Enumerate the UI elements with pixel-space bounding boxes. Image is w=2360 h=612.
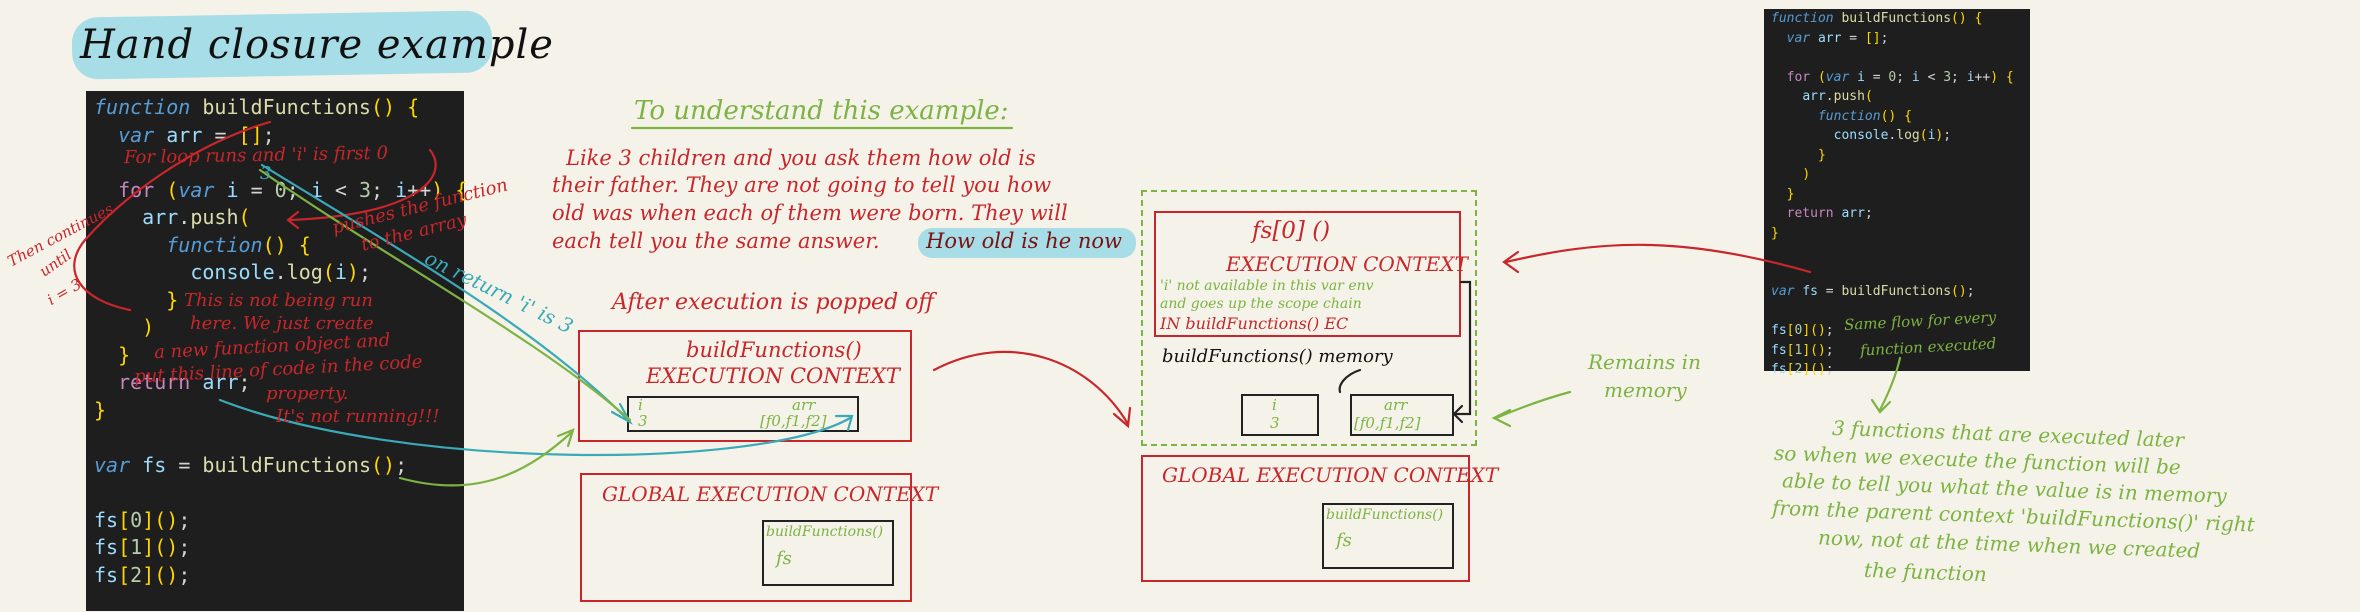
code-line: for (var i = 0; i < 3; i++) { bbox=[1786, 69, 2014, 85]
global-fs-left: fs bbox=[776, 548, 792, 569]
buildfunctions-ec-box bbox=[578, 330, 912, 442]
understand-line-2: their father. They are not going to tell… bbox=[552, 173, 1052, 197]
global-ec-title-right: GLOBAL EXECUTION CONTEXT bbox=[1162, 463, 1499, 487]
after-execution-label: After execution is popped off bbox=[612, 290, 934, 315]
fs0-note-3: IN buildFunctions() EC bbox=[1160, 314, 1349, 333]
mem-i-label: i bbox=[1272, 396, 1277, 414]
code-panel-left: function buildFunctions() { var arr = []… bbox=[86, 91, 468, 611]
code-line: arr.push( bbox=[1802, 89, 1873, 104]
global-ec-box-left bbox=[580, 473, 912, 602]
understand-highlight-text: How old is he now bbox=[926, 229, 1123, 253]
code-line: function() { bbox=[166, 232, 311, 257]
global-vars-box-left bbox=[762, 520, 894, 586]
code-line: return arr; bbox=[1786, 206, 1873, 221]
code-line: fs[1](); bbox=[1771, 342, 1834, 358]
code-line: console.log(i); bbox=[1833, 128, 1952, 143]
understand-title: To understand this example: bbox=[634, 96, 1009, 126]
global-bf-right: buildFunctions() bbox=[1326, 507, 1444, 523]
note-not-run-2: here. We just create bbox=[190, 313, 374, 334]
code-line: } bbox=[1817, 147, 1826, 163]
memory-i-box bbox=[1241, 394, 1319, 436]
global-ec-box-right bbox=[1141, 455, 1470, 582]
bf-memory-label: buildFunctions() memory bbox=[1162, 346, 1393, 367]
note-not-run-1: This is not being run bbox=[184, 290, 373, 311]
var-i-value: 3 bbox=[638, 412, 648, 430]
global-fs-right: fs bbox=[1336, 530, 1352, 551]
code-line: var arr = []; bbox=[1786, 30, 1889, 46]
code-line: fs[2](); bbox=[1771, 362, 1834, 377]
mem-arr-label: arr bbox=[1384, 396, 1408, 414]
global-bf-left: buildFunctions() bbox=[766, 524, 884, 540]
remains-line-1: Remains in bbox=[1588, 350, 1701, 374]
fs0-title: fs[0] () bbox=[1252, 218, 1331, 244]
code-line: console.log(i); bbox=[190, 260, 371, 284]
var-i-label: i bbox=[638, 396, 643, 414]
code-line: function buildFunctions() { bbox=[1771, 11, 1983, 26]
code-line: function buildFunctions() { bbox=[94, 95, 420, 119]
bf-ec-title: buildFunctions() bbox=[686, 338, 862, 362]
answer-highlight bbox=[918, 228, 1136, 258]
closure-scope-dashed bbox=[1141, 190, 1477, 446]
later-line-6: the function bbox=[1863, 557, 1988, 587]
fs0-note-1: 'i' not available in this var env bbox=[1160, 278, 1374, 294]
global-vars-box-right bbox=[1322, 503, 1454, 569]
mem-arr-value: [f0,f1,f2] bbox=[1354, 414, 1421, 432]
memory-arr-box bbox=[1350, 394, 1454, 436]
remains-line-2: memory bbox=[1604, 378, 1687, 402]
code-line: fs[0](); bbox=[1771, 323, 1834, 338]
understand-line-4: each tell you the same answer. bbox=[552, 229, 880, 253]
code-line: var fs = buildFunctions(); bbox=[94, 452, 408, 477]
understand-line-3: old was when each of them were born. The… bbox=[552, 201, 1068, 225]
code-line: } bbox=[118, 342, 131, 367]
note-not-run-6: It's not running!!! bbox=[276, 406, 440, 427]
code-line: ) bbox=[1802, 167, 1811, 182]
code-line: ) bbox=[142, 315, 155, 339]
bf-ec-subtitle: EXECUTION CONTEXT bbox=[646, 364, 900, 388]
code-line: } bbox=[94, 397, 107, 422]
code-line: fs[1](); bbox=[94, 535, 191, 559]
note-three: 3 bbox=[260, 163, 272, 184]
fs0-ec-subtitle: EXECUTION CONTEXT bbox=[1226, 252, 1468, 276]
code-line: var fs = buildFunctions(); bbox=[1771, 284, 1975, 299]
fs0-note-2: and goes up the scope chain bbox=[1160, 296, 1362, 312]
var-arr-value: [f0,f1,f2] bbox=[760, 412, 827, 430]
code-line: var arr = []; bbox=[118, 122, 275, 147]
global-ec-title-left: GLOBAL EXECUTION CONTEXT bbox=[602, 482, 939, 506]
code-line: for (var i = 0; i < 3; i++) { bbox=[118, 177, 468, 202]
code-line: fs[2](); bbox=[94, 562, 191, 587]
code-line: return arr; bbox=[118, 370, 251, 394]
mem-i-value: 3 bbox=[1270, 414, 1280, 432]
understand-line-1: Like 3 children and you ask them how old… bbox=[566, 146, 1036, 170]
page-title: Hand closure example bbox=[80, 22, 554, 68]
code-line: } bbox=[1771, 225, 1779, 241]
code-line: function() { bbox=[1817, 108, 1912, 124]
fs0-ec-box bbox=[1154, 211, 1461, 337]
var-arr-label: arr bbox=[792, 396, 816, 414]
note-not-run-5: property. bbox=[266, 383, 349, 404]
buildfunctions-vars-box bbox=[627, 396, 859, 432]
code-panel-right: function buildFunctions() { var arr = []… bbox=[1764, 9, 2030, 377]
code-line: } bbox=[1786, 186, 1795, 202]
code-line: fs[0](); bbox=[94, 507, 191, 532]
code-line: } bbox=[166, 287, 179, 312]
code-line: arr.push( bbox=[142, 205, 251, 229]
